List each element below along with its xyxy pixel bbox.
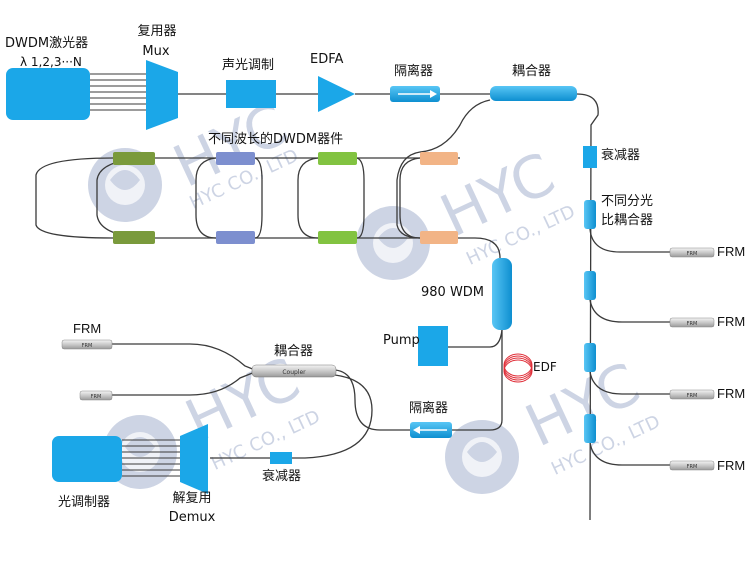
demux-shape[interactable]: [180, 424, 208, 494]
coupler-bottom-text: Coupler: [282, 369, 306, 376]
frm-right-3-label: FRM: [717, 386, 746, 401]
isolator-bottom[interactable]: [410, 422, 452, 438]
grating-peach-bottom[interactable]: [420, 231, 458, 244]
fiber-coupler-to-gratings: [396, 99, 491, 239]
split-coupler-4[interactable]: [584, 414, 596, 443]
fiber-coupler-to-demux-loop: [292, 374, 373, 459]
edfa-label: EDFA: [310, 52, 344, 67]
demux-en-label: Demux: [168, 510, 216, 525]
fiber-wdm-to-isolator: [452, 330, 503, 431]
fiber-coupler-to-right-trunk: [576, 93, 599, 521]
grating-slate-bottom[interactable]: [216, 231, 255, 244]
grating-slate-top[interactable]: [216, 152, 255, 165]
attenuator-right-label: 衰减器: [601, 148, 641, 163]
laser-to-mux-fibers: [90, 73, 148, 111]
attenuator-bottom[interactable]: [270, 452, 292, 464]
frm-right-2[interactable]: FRM: [669, 317, 715, 328]
frm-right-3[interactable]: FRM: [669, 389, 715, 400]
modulator-box[interactable]: [52, 436, 122, 482]
frm-right-2-label: FRM: [717, 314, 746, 329]
attenuator-right[interactable]: [583, 146, 597, 168]
fiber-pump-to-wdm: [448, 329, 503, 348]
grating-peach-top[interactable]: [420, 152, 458, 165]
mux-cn-label: 复用器: [137, 24, 177, 39]
laser-wavelength-label: λ 1,2,3···N: [20, 55, 82, 69]
grating-olive-top[interactable]: [113, 152, 155, 165]
fbg-gratings: [113, 152, 458, 244]
frm-left-1-text: FRM: [82, 343, 93, 349]
coupler-bottom-label: 耦合器: [274, 344, 314, 359]
fiber-gratings-to-wdm: [460, 237, 501, 259]
frm-right-4-label: FRM: [717, 458, 746, 473]
frm-left-2[interactable]: FRM: [79, 390, 113, 401]
fiber-isolator-to-coupler-bottom: [334, 369, 410, 431]
coupler-top-tube[interactable]: [490, 86, 577, 101]
frm-right-1-text: FRM: [687, 251, 698, 257]
frm-right-2-text: FRM: [687, 321, 698, 327]
fbg-left-loop-outer: [35, 157, 114, 239]
frm-right-4-text: FRM: [687, 464, 698, 470]
grating-green-top[interactable]: [318, 152, 357, 165]
demux-cn-label: 解复用: [172, 491, 212, 506]
isolator-bottom-label: 隔离器: [409, 401, 449, 416]
fbg-loop-5: [356, 157, 365, 239]
grating-olive-bottom[interactable]: [113, 231, 155, 244]
pump-box[interactable]: [418, 326, 448, 366]
frm-left-label: FRM: [73, 321, 102, 336]
isolator-top-label: 隔离器: [394, 64, 434, 79]
frm-left-1[interactable]: FRM: [61, 339, 113, 350]
wavelength-devices-label: 不同波长的DWDM器件: [208, 132, 344, 147]
split-coupler-2[interactable]: [584, 271, 596, 300]
wdm-980-tube[interactable]: [492, 258, 512, 330]
branch-frm-2: [589, 299, 670, 323]
isolator-top[interactable]: [390, 86, 440, 102]
frm-right-3-text: FRM: [687, 393, 698, 399]
watermark-logo-4: [445, 420, 519, 494]
modulator-label: 光调制器: [58, 495, 111, 510]
mux-shape[interactable]: [146, 60, 178, 130]
edf-label: EDF: [533, 360, 557, 374]
fiber-network: [35, 73, 670, 521]
aom-label: 声光调制: [222, 58, 275, 73]
branch-frm-3: [589, 371, 670, 395]
branch-frm-4: [589, 442, 670, 466]
fbg-loop-6: [399, 157, 421, 239]
split-coupler-label-line2: 比耦合器: [601, 213, 654, 228]
frm-right-1-label: FRM: [717, 244, 746, 259]
fiber-frm-to-coupler: [112, 343, 256, 371]
fbg-loop-4: [297, 157, 319, 239]
grating-green-bottom[interactable]: [318, 231, 357, 244]
coupler-top-label: 耦合器: [512, 64, 552, 79]
edf-coil[interactable]: [503, 353, 533, 383]
split-coupler-label-line1: 不同分光: [601, 194, 654, 209]
fbg-loop-2: [195, 157, 217, 239]
fiber-frm2-to-coupler: [112, 371, 256, 396]
frm-right-4[interactable]: FRM: [669, 460, 715, 471]
frm-right-1[interactable]: FRM: [669, 247, 715, 258]
dwdm-laser-box[interactable]: [6, 68, 90, 120]
attenuator-bottom-label: 衰减器: [262, 469, 302, 484]
edfa-triangle[interactable]: [318, 76, 355, 112]
aom-box[interactable]: [226, 80, 276, 108]
frm-left-2-text: FRM: [91, 394, 102, 400]
fbg-loop-3: [254, 157, 263, 239]
watermark-group: HYC HYC CO., LTD HYC HYC CO., LTD HYC HY…: [88, 90, 663, 494]
coupler-bottom[interactable]: Coupler: [251, 364, 337, 378]
mux-en-label: Mux: [142, 44, 170, 59]
split-coupler-1[interactable]: [584, 200, 596, 229]
watermark-logo-2: [356, 206, 430, 280]
laser-title-label: DWDM激光器: [5, 36, 89, 51]
split-coupler-3[interactable]: [584, 343, 596, 372]
demux-to-modulator-fibers: [122, 439, 180, 477]
branch-frm-1: [589, 228, 670, 253]
wdm-980-label: 980 WDM: [421, 285, 485, 300]
pump-label: Pump: [383, 333, 420, 348]
